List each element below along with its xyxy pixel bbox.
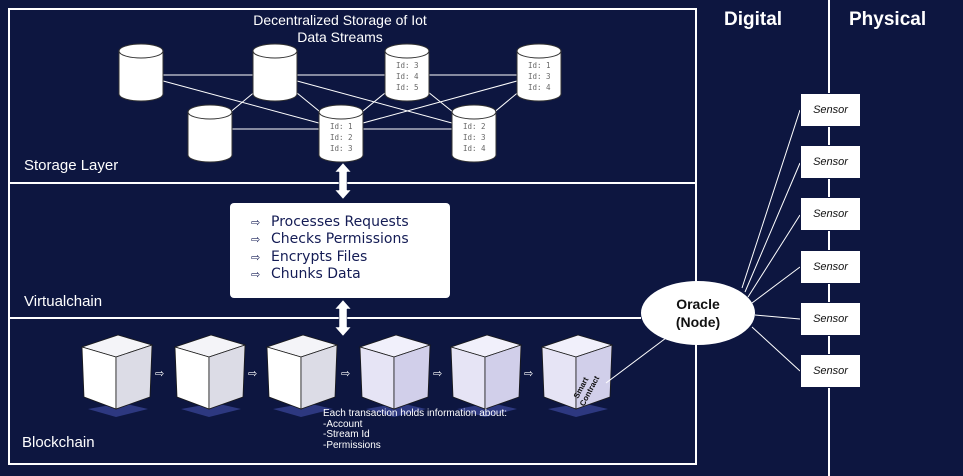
- stream-id-label: Id: 4: [396, 72, 419, 81]
- stream-id-label: Id: 4: [463, 144, 486, 153]
- sensor-box: Sensor: [800, 145, 861, 179]
- stream-id-label: Id: 1: [528, 61, 551, 70]
- database-cylinder-icon: Id: 3 Id: 4 Id: 5: [384, 43, 430, 102]
- block-link-arrow-icon: ⇨: [524, 368, 534, 380]
- database-cylinder-icon: Id: 1 Id: 2 Id: 3: [318, 104, 364, 163]
- diagram-title-line2: Data Streams: [297, 29, 383, 45]
- arrow-right-icon: ⇨: [251, 233, 261, 247]
- oracle-label-line1: Oracle: [676, 296, 720, 312]
- stream-id-label: Id: 3: [528, 72, 551, 81]
- sensor-box: Sensor: [800, 93, 861, 127]
- double-arrow-upper: [334, 162, 352, 200]
- database-cylinder-icon: Id: 1 Id: 3 Id: 4: [516, 43, 562, 102]
- transaction-info: Each transaction holds information about…: [323, 408, 507, 451]
- digital-frame: [8, 8, 697, 465]
- block-link-arrow-icon: ⇨: [433, 368, 443, 380]
- storage-nodes: Id: 3 Id: 4 Id: 5 Id: 1 Id: 3 Id: 4 Id: 1 Id: 2…: [118, 43, 562, 163]
- transaction-info-heading: Each transaction holds information about…: [323, 408, 507, 419]
- block-link-arrow-icon: ⇨: [155, 368, 165, 380]
- sensor-box: Sensor: [800, 197, 861, 231]
- arrow-right-icon: ⇨: [251, 267, 261, 281]
- storage-layer-label: Storage Layer: [24, 157, 119, 174]
- database-cylinder-icon: [252, 43, 298, 102]
- digital-heading: Digital: [724, 9, 783, 30]
- database-cylinder-icon: [118, 43, 164, 102]
- process-item-label: Checks Permissions: [271, 231, 409, 248]
- physical-heading: Physical: [849, 9, 927, 30]
- process-item: ⇨ Chunks Data: [251, 266, 450, 283]
- process-item-label: Encrypts Files: [271, 248, 368, 265]
- oracle-label-line2: (Node): [675, 314, 721, 330]
- block-cube-icon: [80, 334, 154, 417]
- double-arrow-lower: [334, 299, 352, 337]
- block-cube-icon: [358, 334, 432, 417]
- process-item-label: Processes Requests: [271, 214, 409, 230]
- arrow-right-icon: ⇨: [251, 250, 261, 264]
- stream-id-label: Id: 1: [330, 122, 353, 131]
- process-item-label: Chunks Data: [271, 265, 361, 282]
- database-cylinder-icon: [187, 104, 233, 163]
- transaction-info-item: -Permissions: [323, 439, 381, 451]
- block-cube-icon: [449, 334, 523, 417]
- process-item: ⇨ Checks Permissions: [251, 231, 450, 248]
- stream-id-label: Id: 3: [330, 144, 353, 153]
- stream-id-label: Id: 3: [463, 133, 486, 142]
- arrow-right-icon: ⇨: [251, 216, 261, 229]
- oracle-node: Oracle (Node): [641, 281, 755, 345]
- stream-id-label: Id: 5: [396, 83, 419, 92]
- sensor-box: Sensor: [800, 354, 861, 388]
- virtualchain-process-list: ⇨Processes Requests ⇨Checks Permissions …: [230, 203, 450, 283]
- stream-id-label: Id: 4: [528, 83, 551, 92]
- stream-id-label: Id: 2: [330, 133, 353, 142]
- block-cube-icon: [173, 334, 247, 417]
- block-link-arrow-icon: ⇨: [248, 368, 258, 380]
- sensor-box: Sensor: [800, 250, 861, 284]
- diagram-title: Decentralized Storage of Iot Data Stream…: [200, 12, 480, 46]
- database-cylinder-icon: Id: 2 Id: 3 Id: 4: [451, 104, 497, 163]
- diagram-title-line1: Decentralized Storage of Iot: [253, 12, 427, 28]
- blockchain-label: Blockchain: [22, 434, 95, 451]
- stream-id-label: Id: 2: [463, 122, 486, 131]
- block-link-arrow-icon: ⇨: [341, 368, 351, 380]
- process-item: ⇨ Encrypts Files: [251, 249, 450, 266]
- transaction-info-item: -Account: [323, 418, 363, 430]
- virtualchain-process-box: ⇨Processes Requests ⇨Checks Permissions …: [230, 203, 450, 298]
- block-cube-icon: [265, 334, 339, 417]
- sensor-box: Sensor: [800, 302, 861, 336]
- process-item: ⇨ Processes Requests: [251, 214, 450, 231]
- virtualchain-label: Virtualchain: [24, 293, 103, 310]
- oracle-connections: [605, 109, 801, 384]
- transaction-info-item: -Stream Id: [323, 429, 370, 440]
- stream-id-label: Id: 3: [396, 61, 419, 70]
- blockchain-blocks: SmartContract: [80, 334, 614, 417]
- block-cube-icon: [540, 334, 614, 417]
